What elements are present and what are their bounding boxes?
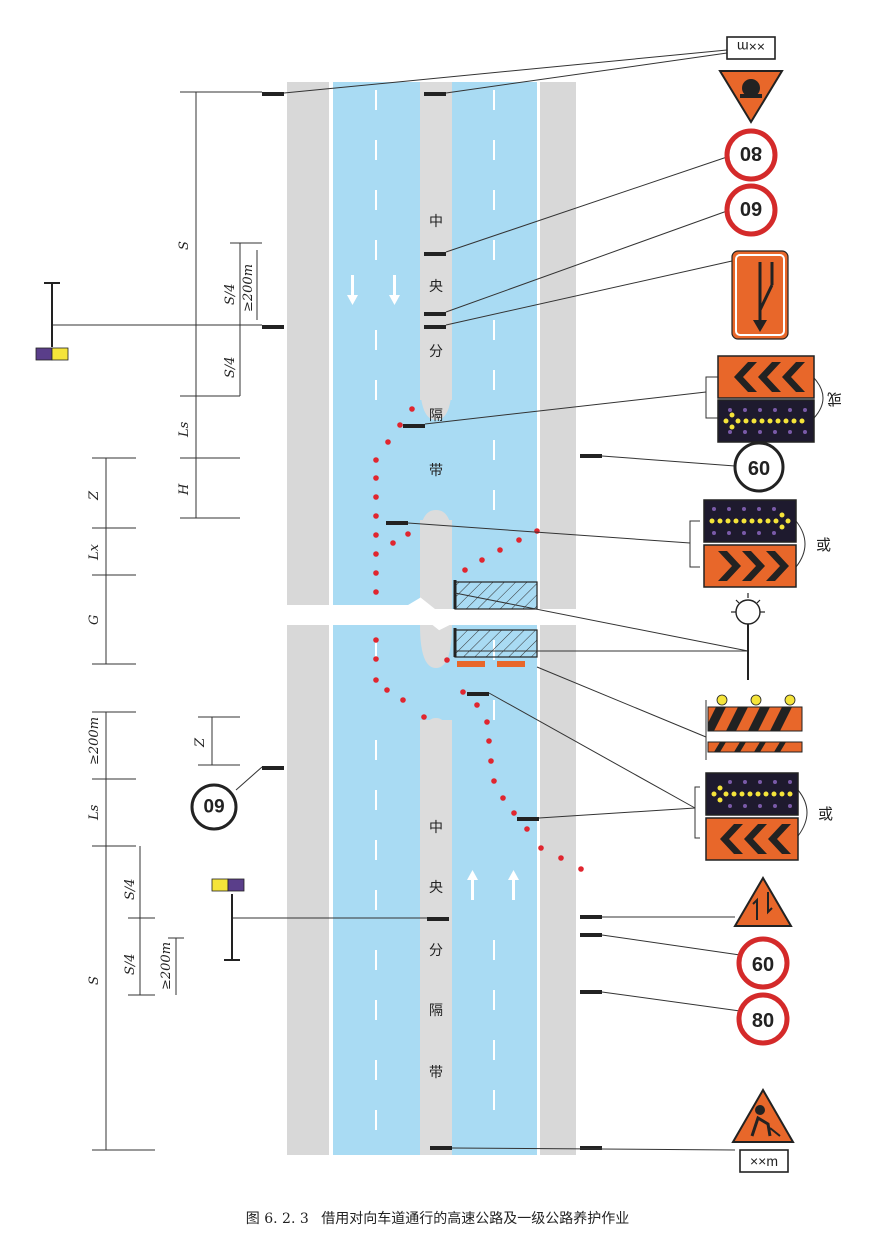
median-nose-bottom-lower bbox=[420, 718, 452, 760]
median-char-b3: 分 bbox=[429, 943, 443, 959]
right-shoulder-bottom bbox=[540, 625, 576, 1155]
figure-caption: 图 6. 2. 3 借用对向车道通行的高速公路及一级公路养护作业 bbox=[0, 1208, 875, 1228]
edge-lines bbox=[330, 82, 539, 1155]
dimension-labels: S S/4 ≥200m S/4 Ls H Z Lx G ≥200m Z Ls S… bbox=[87, 241, 256, 990]
dim-S-bottom: S bbox=[87, 976, 102, 985]
traffic-cones bbox=[373, 406, 584, 872]
chevron-board-right-1 bbox=[703, 544, 797, 588]
flag-purple-b bbox=[227, 878, 245, 892]
arrow-board-right-1 bbox=[703, 499, 797, 543]
speed-limit-60-bottom: 60 bbox=[736, 936, 790, 990]
flag-yellow-b bbox=[211, 878, 229, 892]
speed-60-bottom-text: 60 bbox=[752, 954, 774, 976]
distance-plate-top-text: ××m bbox=[737, 39, 765, 55]
dim-S4-d: S/4 bbox=[123, 953, 138, 975]
flag-purple bbox=[35, 347, 53, 361]
distance-plate-bottom: ××m bbox=[739, 1149, 789, 1173]
roadwork-warning-icon-bottom bbox=[731, 1087, 795, 1143]
median-char-3: 分 bbox=[429, 344, 443, 360]
median-nose-top bbox=[420, 380, 452, 420]
arrow-up-right-lane-1 bbox=[467, 870, 478, 900]
barrier-strip-1 bbox=[457, 661, 485, 667]
direction-arrows bbox=[347, 275, 519, 900]
median-char-5: 带 bbox=[429, 463, 443, 479]
chevron-board-left-2 bbox=[705, 817, 799, 861]
roadwork-warning-icon-top bbox=[718, 70, 784, 124]
median-char-1: 中 bbox=[429, 214, 443, 230]
work-area-bottom bbox=[454, 629, 538, 658]
right-shoulder-top bbox=[540, 82, 576, 609]
speed-limit-80-top: 80 bbox=[724, 128, 778, 182]
or-label-1: 或 bbox=[827, 390, 842, 408]
arrow-down-left-lane-2 bbox=[389, 275, 400, 305]
speed-60-top-text: 60 bbox=[740, 197, 762, 219]
speed-limit-80-bottom: 80 bbox=[736, 992, 790, 1046]
median-char-b2: 央 bbox=[429, 880, 443, 896]
sign-posts bbox=[262, 92, 602, 1150]
median-nose-bottom bbox=[420, 625, 452, 668]
flag-yellow bbox=[51, 347, 69, 361]
two-way-traffic-warning-icon bbox=[733, 876, 793, 927]
barrier-strip-2 bbox=[497, 661, 525, 667]
dim-S4-b: S/4 bbox=[223, 356, 238, 378]
dim-S4-c: S/4 bbox=[123, 878, 138, 900]
dim-ge200-a: ≥200m bbox=[241, 264, 256, 312]
lane-shift-sign-icon bbox=[731, 250, 789, 340]
dim-Ls-bottom: Ls bbox=[87, 804, 102, 821]
or-label-3: 或 bbox=[818, 805, 833, 823]
dim-Z-bottom: Z bbox=[193, 737, 208, 748]
work-zone bbox=[453, 580, 538, 667]
left-shoulder-bottom bbox=[287, 625, 329, 1155]
warning-light-icon bbox=[731, 593, 765, 680]
road: 中 央 分 隔 带 中 央 分 隔 带 bbox=[287, 82, 576, 1155]
speed-limit-60-top: 60 bbox=[724, 183, 778, 237]
dim-Z-top: Z bbox=[87, 490, 102, 501]
break-line bbox=[287, 597, 576, 631]
speed-limit-60-mid: 60 bbox=[733, 441, 785, 493]
left-shoulder-top bbox=[287, 82, 329, 609]
speed-limit-60-left: 60 bbox=[190, 783, 238, 831]
dim-G: G bbox=[87, 615, 102, 625]
speed-60-left-text: 60 bbox=[203, 794, 224, 815]
dim-ge200-b: ≥200m bbox=[87, 717, 102, 765]
chevron-board-left-1 bbox=[717, 355, 815, 399]
dim-H: H bbox=[177, 483, 192, 496]
dim-Lx: Lx bbox=[87, 543, 102, 561]
distance-plate-bottom-text: ××m bbox=[750, 1153, 778, 1169]
median-char-2: 央 bbox=[429, 279, 443, 295]
median-char-b5: 带 bbox=[429, 1065, 443, 1081]
speed-80-bottom-text: 80 bbox=[752, 1010, 774, 1032]
dim-S-top: S bbox=[177, 241, 192, 250]
median-nose-top-lower bbox=[420, 510, 452, 609]
dimension-lines bbox=[92, 91, 262, 1151]
distance-plate-top: ××m bbox=[726, 36, 776, 60]
dim-ge200-c: ≥200m bbox=[159, 942, 174, 990]
figure-number: 图 6. 2. 3 bbox=[245, 1211, 309, 1227]
speed-80-top-text: 80 bbox=[740, 142, 762, 164]
arrow-down-left-lane-1 bbox=[347, 275, 358, 305]
arrow-board-left-1 bbox=[717, 399, 815, 443]
leader-lines bbox=[52, 49, 824, 1151]
left-flag-post-bottom bbox=[211, 878, 245, 961]
median-char-b1: 中 bbox=[429, 820, 443, 836]
median-label-top: 中 央 分 隔 带 bbox=[429, 214, 443, 479]
or-label-2: 或 bbox=[816, 536, 831, 554]
median-char-b4: 隔 bbox=[429, 1003, 443, 1019]
right-carriageway-top bbox=[452, 82, 537, 609]
speed-60-mid-text: 60 bbox=[748, 458, 770, 480]
left-flag-post-top bbox=[35, 282, 69, 361]
median-label-bottom: 中 央 分 隔 带 bbox=[429, 820, 443, 1081]
barricade-icon bbox=[707, 694, 803, 753]
figure-title: 借用对向车道通行的高速公路及一级公路养护作业 bbox=[321, 1211, 630, 1227]
arrow-up-right-lane-2 bbox=[508, 870, 519, 900]
dim-Ls-top: Ls bbox=[177, 421, 192, 438]
dim-S4-a: S/4 bbox=[223, 283, 238, 305]
median-char-4: 隔 bbox=[429, 408, 443, 424]
arrow-board-left-2 bbox=[705, 772, 799, 816]
